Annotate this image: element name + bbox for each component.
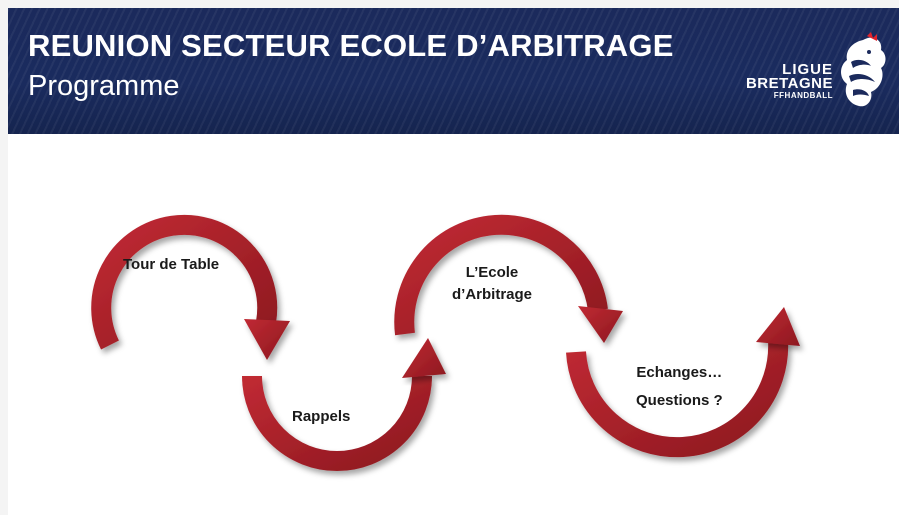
arrow-ecole [394, 214, 608, 336]
step-1-label: Tour de Table [123, 256, 220, 273]
step-3-label-1: L’Ecole [465, 264, 519, 281]
slide: REUNION SECTEUR ECOLE D’ARBITRAGE Progra… [8, 8, 899, 515]
rooster-icon [841, 32, 886, 107]
page-title: REUNION SECTEUR ECOLE D’ARBITRAGE [28, 28, 674, 63]
step-4-label-2: Questions ? [636, 392, 723, 409]
page-subtitle: Programme [28, 70, 180, 102]
step-3-label-2: d’Arbitrage [452, 286, 533, 303]
logo-line-2: BRETAGNE [745, 75, 833, 92]
arrow-echanges [566, 339, 789, 458]
step-2-label: Rappels [292, 408, 351, 425]
process-diagram: Tour de Table Rappels L’Ecole d’Arbitrag… [8, 134, 899, 515]
step-4-label-1: Echanges… [636, 364, 723, 381]
arrowhead-2 [402, 338, 446, 378]
step-rappels: Rappels [292, 406, 350, 428]
step-tour-de-table: Tour de Table [123, 254, 219, 276]
logo-line-3: FFHANDBALL [773, 91, 833, 100]
header-banner: REUNION SECTEUR ECOLE D’ARBITRAGE Progra… [8, 8, 899, 134]
step-ecole-arbitrage: L’Ecole d’Arbitrage [452, 262, 532, 306]
step-echanges-questions: Echanges… Questions ? [636, 362, 723, 412]
logo-line-1: LIGUE [782, 61, 833, 78]
arrow-tour-de-table [91, 214, 278, 350]
arrowhead-3 [578, 306, 623, 343]
arrow-rappels [242, 375, 432, 471]
arrowhead-4 [756, 307, 800, 346]
arrowhead-1 [244, 319, 290, 360]
ligue-bretagne-logo: LIGUE BRETAGNE FFHANDBALL [721, 32, 891, 112]
